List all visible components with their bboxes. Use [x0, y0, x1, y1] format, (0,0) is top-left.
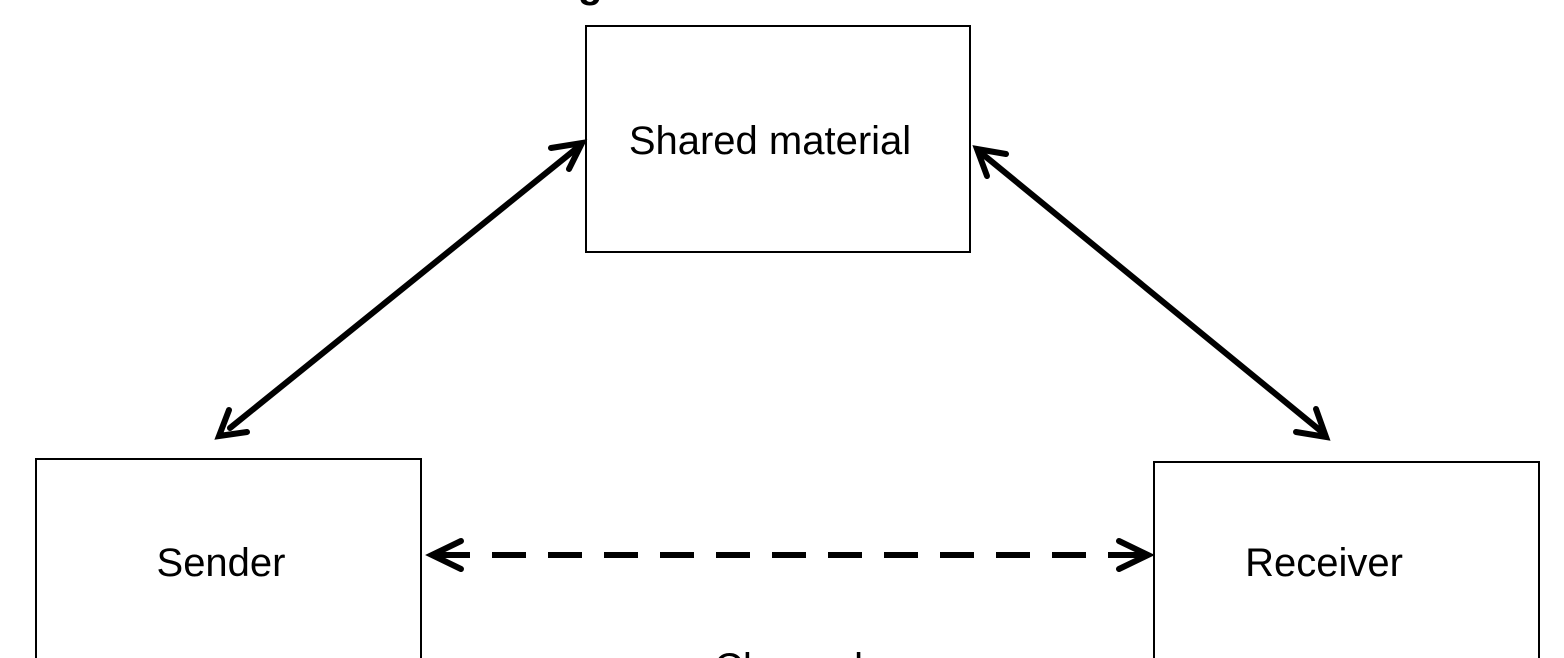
shared-receiver-arrow: [972, 145, 1331, 441]
shared-material-box: [585, 25, 971, 253]
diagram-title-fragment: g: [578, 0, 602, 4]
sender-box: [35, 458, 422, 658]
sender-receiver-dashed-arrow: [425, 538, 1155, 572]
sender-label: Sender: [156, 541, 286, 585]
receiver-box: [1153, 461, 1540, 658]
sender-shared-arrow: [214, 139, 588, 440]
shared-material-label: Shared material: [628, 119, 912, 163]
channel-label: Channel: [714, 648, 863, 658]
receiver-label: Receiver: [1245, 541, 1403, 585]
